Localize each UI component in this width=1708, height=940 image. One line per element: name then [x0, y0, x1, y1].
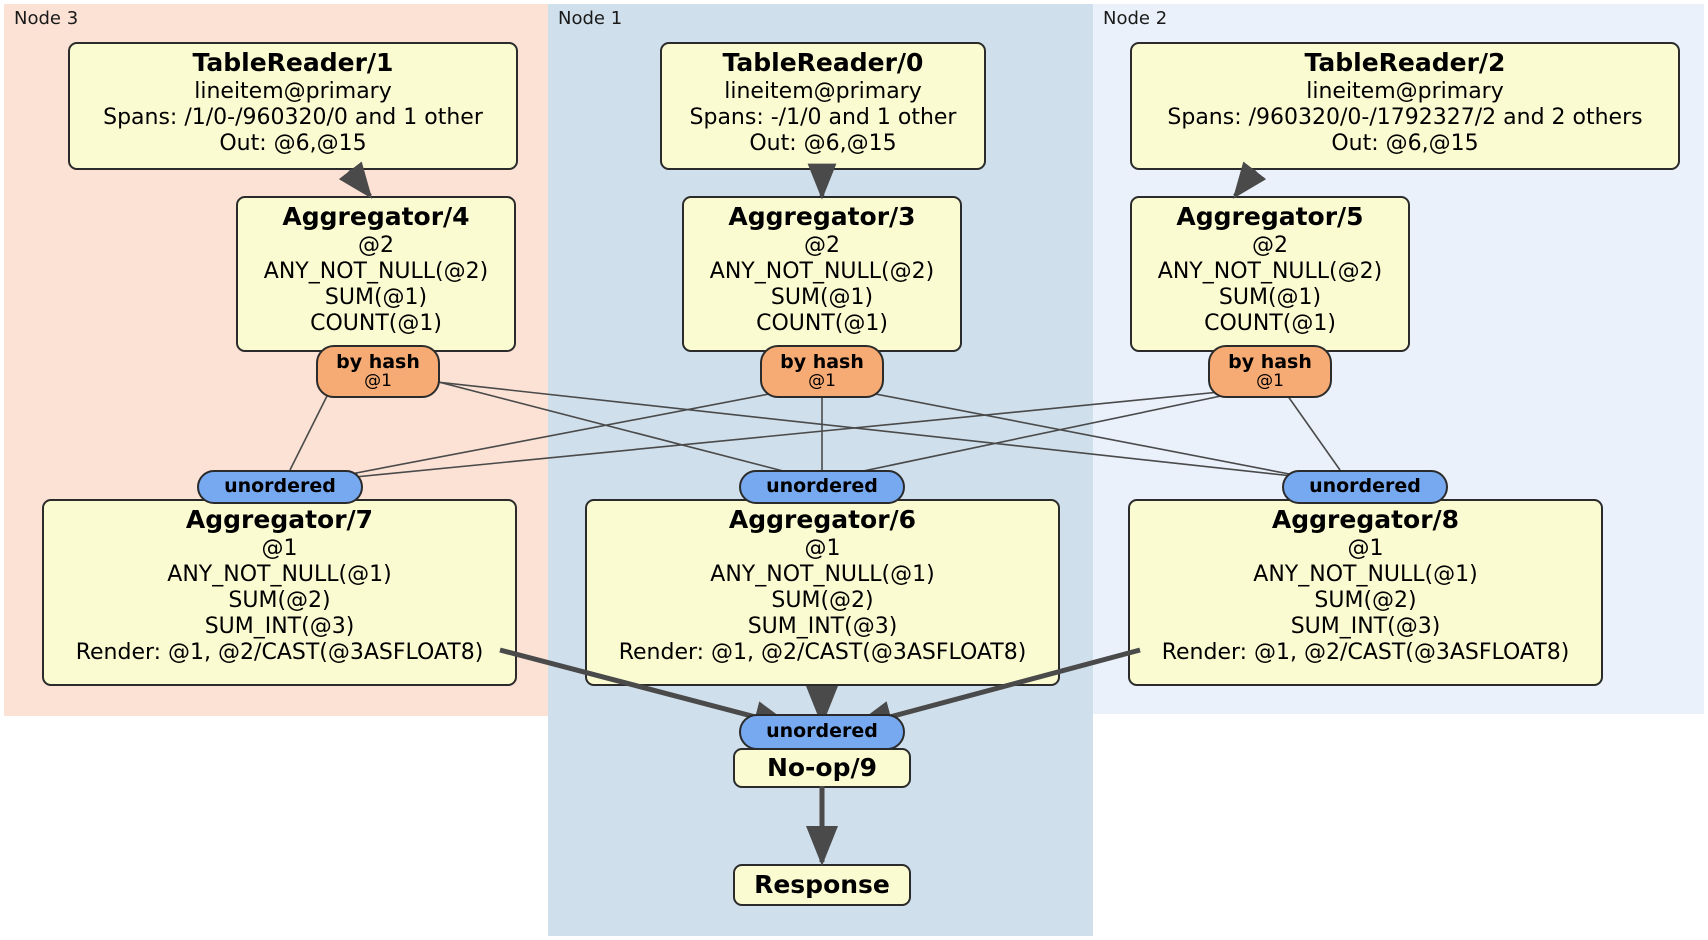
synchronizer-badge-unordered-8[interactable]: unordered [1282, 470, 1448, 504]
processor-aggregator6[interactable]: Aggregator/6 @1 ANY_NOT_NULL(@1) SUM(@2)… [585, 499, 1060, 686]
synchronizer-badge-label: unordered [224, 475, 336, 498]
processor-line: Render: @1, @2/CAST(@3ASFLOAT8) [75, 640, 484, 666]
processor-line: SUM(@1) [324, 284, 428, 310]
synchronizer-badge-unordered-7[interactable]: unordered [197, 470, 363, 504]
node-panel-label-node2: Node 2 [1103, 8, 1168, 29]
processor-title: TableReader/0 [722, 48, 924, 77]
processor-noop9[interactable]: No-op/9 [733, 748, 911, 788]
processor-response[interactable]: Response [733, 864, 911, 906]
processor-line: @1 [804, 535, 841, 561]
processor-line: @2 [358, 232, 394, 258]
processor-line: COUNT(@1) [310, 311, 442, 337]
processor-title: Aggregator/7 [185, 505, 374, 534]
processor-line: ANY_NOT_NULL(@1) [167, 561, 392, 587]
processor-aggregator7[interactable]: Aggregator/7 @1 ANY_NOT_NULL(@1) SUM(@2)… [42, 499, 517, 686]
processor-line: SUM(@2) [1314, 587, 1417, 613]
processor-line: Spans: /1/0-/960320/0 and 1 other [103, 104, 483, 130]
synchronizer-badge-label: unordered [766, 475, 878, 498]
processor-aggregator3[interactable]: Aggregator/3 @2 ANY_NOT_NULL(@2) SUM(@1)… [682, 196, 962, 352]
synchronizer-badge-label: unordered [766, 720, 878, 743]
processor-line: Spans: /960320/0-/1792327/2 and 2 others [1167, 104, 1643, 130]
processor-line: Render: @1, @2/CAST(@3ASFLOAT8) [1161, 640, 1570, 666]
processor-tablereader2[interactable]: TableReader/2 lineitem@primary Spans: /9… [1130, 42, 1680, 170]
processor-line: ANY_NOT_NULL(@1) [1253, 561, 1478, 587]
router-badge-label: by hash [780, 350, 864, 373]
node-panel-label-node3: Node 3 [14, 8, 79, 29]
processor-line: SUM_INT(@3) [1290, 614, 1441, 640]
router-badge-column: @1 [808, 370, 836, 391]
processor-line: SUM_INT(@3) [747, 614, 898, 640]
router-badge-column: @1 [364, 370, 392, 391]
processor-line: lineitem@primary [1306, 78, 1504, 104]
processor-line: ANY_NOT_NULL(@1) [710, 561, 935, 587]
processor-line: SUM_INT(@3) [204, 614, 355, 640]
processor-line: Out: @6,@15 [219, 130, 367, 156]
node-panel-label-node1: Node 1 [558, 8, 623, 29]
processor-title: Aggregator/6 [728, 505, 917, 534]
processor-aggregator8[interactable]: Aggregator/8 @1 ANY_NOT_NULL(@1) SUM(@2)… [1128, 499, 1603, 686]
processor-line: Spans: -/1/0 and 1 other [689, 104, 957, 130]
processor-title: No-op/9 [766, 752, 878, 782]
router-badge-label: by hash [1228, 350, 1312, 373]
processor-line: SUM(@1) [1218, 284, 1322, 310]
processor-title: Aggregator/3 [728, 202, 916, 231]
processor-title: TableReader/1 [192, 48, 394, 77]
processor-title: TableReader/2 [1304, 48, 1506, 77]
synchronizer-badge-unordered-9[interactable]: unordered [739, 714, 905, 750]
processor-tablereader1[interactable]: TableReader/1 lineitem@primary Spans: /1… [68, 42, 518, 170]
synchronizer-badge-unordered-6[interactable]: unordered [739, 470, 905, 504]
processor-line: SUM(@2) [771, 587, 874, 613]
processor-aggregator5[interactable]: Aggregator/5 @2 ANY_NOT_NULL(@2) SUM(@1)… [1130, 196, 1410, 352]
processor-line: SUM(@1) [770, 284, 874, 310]
router-badge-by-hash-5[interactable]: by hash @1 [1208, 345, 1332, 398]
processor-line: @2 [804, 232, 840, 258]
router-badge-by-hash-4[interactable]: by hash @1 [316, 345, 440, 398]
processor-tablereader0[interactable]: TableReader/0 lineitem@primary Spans: -/… [660, 42, 986, 170]
processor-line: lineitem@primary [194, 78, 392, 104]
processor-line: @1 [1347, 535, 1384, 561]
processor-title: Aggregator/5 [1176, 202, 1364, 231]
router-badge-label: by hash [336, 350, 420, 373]
processor-line: ANY_NOT_NULL(@2) [709, 258, 935, 284]
processor-line: ANY_NOT_NULL(@2) [263, 258, 489, 284]
processor-line: lineitem@primary [724, 78, 922, 104]
processor-line: Out: @6,@15 [1331, 130, 1479, 156]
processor-line: SUM(@2) [228, 587, 331, 613]
processor-line: Render: @1, @2/CAST(@3ASFLOAT8) [618, 640, 1027, 666]
processor-line: @2 [1252, 232, 1288, 258]
router-badge-column: @1 [1256, 370, 1284, 391]
processor-line: COUNT(@1) [756, 311, 888, 337]
processor-line: ANY_NOT_NULL(@2) [1157, 258, 1383, 284]
processor-line: @1 [261, 535, 298, 561]
processor-line: COUNT(@1) [1204, 311, 1336, 337]
processor-title: Aggregator/4 [282, 202, 470, 231]
router-badge-by-hash-3[interactable]: by hash @1 [760, 345, 884, 398]
processor-title: Response [754, 869, 890, 899]
synchronizer-badge-label: unordered [1309, 475, 1421, 498]
processor-title: Aggregator/8 [1271, 505, 1460, 534]
processor-aggregator4[interactable]: Aggregator/4 @2 ANY_NOT_NULL(@2) SUM(@1)… [236, 196, 516, 352]
processor-line: Out: @6,@15 [749, 130, 897, 156]
